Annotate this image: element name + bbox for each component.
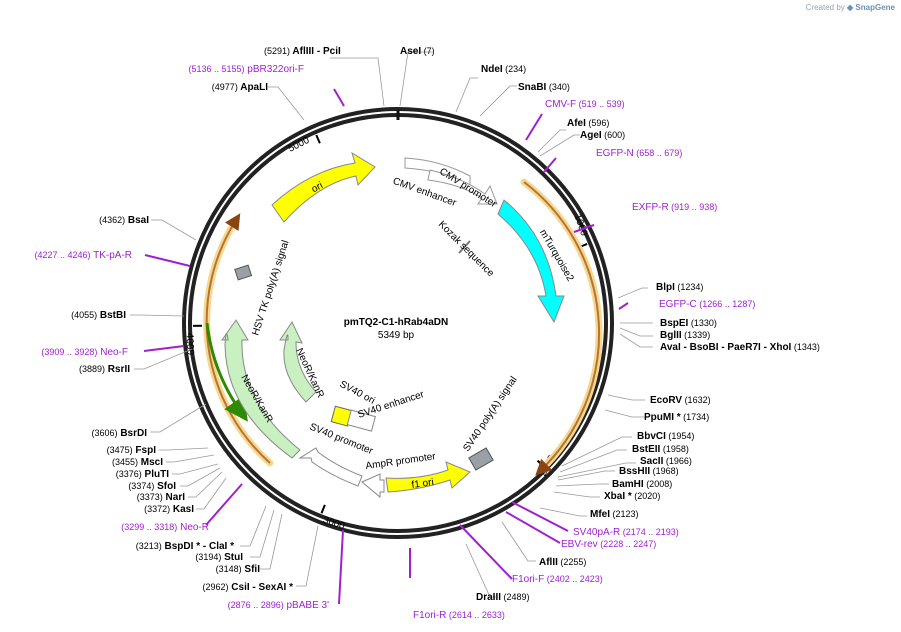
primer-label: SV40pA-R (2174 .. 2193)	[573, 527, 679, 538]
enzyme-site-label: (4362) BsaI	[99, 215, 149, 226]
neor-inner-feature	[279, 320, 317, 403]
enzyme-site-label: (4055) BstBI	[71, 310, 126, 321]
tick-mark	[315, 134, 321, 144]
plasmid-name: pmTQ2-C1-hRab4aDN	[344, 317, 448, 328]
primer-label: F1ori-F (2402 .. 2423)	[512, 574, 603, 585]
enzyme-site-label: MfeI (2123)	[590, 509, 639, 520]
primer-markers	[143, 88, 629, 605]
enzyme-site-label: (3373) NarI	[137, 492, 185, 503]
enzyme-site-label: (5291) AflIII - PciI	[264, 46, 341, 57]
label-leader-lines	[130, 51, 653, 598]
enzyme-site-label: (3372) KasI	[144, 504, 194, 515]
kozak-marker	[458, 240, 471, 254]
snapgene-logo-icon: ◆	[847, 3, 854, 12]
primer-label: (5136 .. 5155) pBR322ori-F	[188, 64, 304, 75]
enzyme-site-label: (3606) BsrDI	[92, 428, 148, 439]
enzyme-site-label: BssHII (1968)	[619, 466, 679, 477]
sv40-polya-feature	[468, 447, 494, 471]
label-kozak: Kozak sequence	[436, 219, 496, 279]
enzyme-site-label: PpuMI * (1734)	[644, 412, 709, 423]
primer-label: CMV-F (519 .. 539)	[545, 99, 625, 110]
ampr-promoter-feature	[361, 473, 385, 499]
snapgene-credit: Created by ◆ SnapGene	[806, 3, 895, 12]
enzyme-site-label: NdeI (234)	[481, 64, 526, 75]
enzyme-site-label: AgeI (600)	[580, 130, 625, 141]
orf-arc-right	[523, 181, 600, 476]
label-ampr-promoter: AmpR promoter	[365, 451, 437, 472]
enzyme-site-label: (3213) BspDI * - ClaI *	[136, 541, 234, 552]
site-labels: (5291) AflIII - PciI AseI (7) NdeI (234) Sn…	[34, 46, 819, 621]
primer-label: (3299 .. 3318) Neo-R	[121, 522, 209, 533]
enzyme-site-label: (3148) SfiI	[216, 564, 261, 575]
enzyme-site-label: (3194) StuI	[195, 552, 243, 563]
enzyme-site-label: SacII (1966)	[640, 456, 692, 467]
orf-arc-green	[205, 322, 248, 422]
primer-label: EGFP-N (658 .. 679)	[596, 148, 682, 159]
enzyme-site-label: (3455) MscI	[112, 457, 163, 468]
sv40-enhancer-feature	[346, 409, 376, 432]
plasmid-backbone	[182, 107, 614, 539]
enzyme-site-label: (3374) SfoI	[128, 481, 176, 492]
enzyme-site-label: XbaI * (2020)	[604, 491, 660, 502]
primer-label: (3909 .. 3928) Neo-F	[41, 347, 128, 358]
primer-label: (2876 .. 2896) pBABE 3'	[228, 600, 329, 611]
enzyme-site-label: EcoRV (1632)	[650, 395, 711, 406]
tick-label: 4000	[184, 333, 196, 356]
enzyme-site-label: (3376) PluTI	[116, 469, 169, 480]
neor-outer-feature	[221, 319, 301, 459]
enzyme-site-label: AflII (2255)	[539, 557, 586, 568]
enzyme-site-label: (2962) CsiI - SexAI *	[203, 582, 294, 593]
primer-label: EXFP-R (919 .. 938)	[632, 202, 717, 213]
enzyme-site-label: BlpI (1234)	[656, 282, 703, 293]
label-sv40-polya: SV40 poly(A) signal	[461, 375, 519, 454]
mturquoise2-feature	[497, 199, 565, 324]
label-ori: ori	[310, 180, 325, 195]
cmv-promoter-feature	[427, 169, 498, 205]
enzyme-site-label: BstEII (1958)	[632, 444, 689, 455]
primer-label: F1ori-R (2614 .. 2633)	[413, 610, 505, 621]
tick-label: 3000	[321, 515, 346, 532]
enzyme-site-label: AseI (7)	[400, 46, 435, 57]
label-sv40-ori: SV40 ori	[338, 379, 377, 407]
enzyme-site-label: (3889) RsrII	[79, 364, 130, 375]
enzyme-site-label: BamHI (2008)	[612, 479, 672, 490]
enzyme-site-label: DraIII (2489)	[476, 592, 530, 603]
hsv-tk-polya-feature	[234, 264, 253, 281]
primer-label: (4227 .. 4246) TK-pA-R	[34, 250, 132, 261]
enzyme-site-label: AfeI (596)	[567, 118, 609, 129]
primer-label: EBV-rev (2228 .. 2247)	[561, 539, 656, 550]
orf-arc-left	[205, 213, 271, 464]
enzyme-site-label: BglII (1339)	[660, 330, 710, 341]
tick-mark	[320, 504, 326, 514]
credit-prefix: Created by	[805, 3, 845, 12]
label-f1-ori: f1 ori	[411, 477, 435, 491]
credit-brand: SnapGene	[855, 3, 895, 12]
enzyme-site-label: BbvCI (1954)	[637, 431, 694, 442]
ori-feature	[271, 151, 376, 223]
plasmid-size: 5349 bp	[378, 330, 415, 341]
enzyme-site-label: BspEI (1330)	[660, 318, 717, 329]
primer-label: EGFP-C (1266 .. 1287)	[659, 299, 755, 310]
enzyme-site-label: AvaI - BsoBI - PaeR7I - XhoI (1343)	[660, 342, 820, 353]
enzyme-site-label: (3475) FspI	[107, 445, 157, 456]
f1-ori-feature	[385, 461, 471, 493]
enzyme-site-label: (4977) ApaLI	[212, 82, 268, 93]
label-hsv-tk: HSV TK poly(A) signal	[250, 239, 291, 337]
sv40-promoter-feature	[298, 447, 363, 487]
enzyme-site-label: SnaBI (340)	[518, 82, 570, 93]
